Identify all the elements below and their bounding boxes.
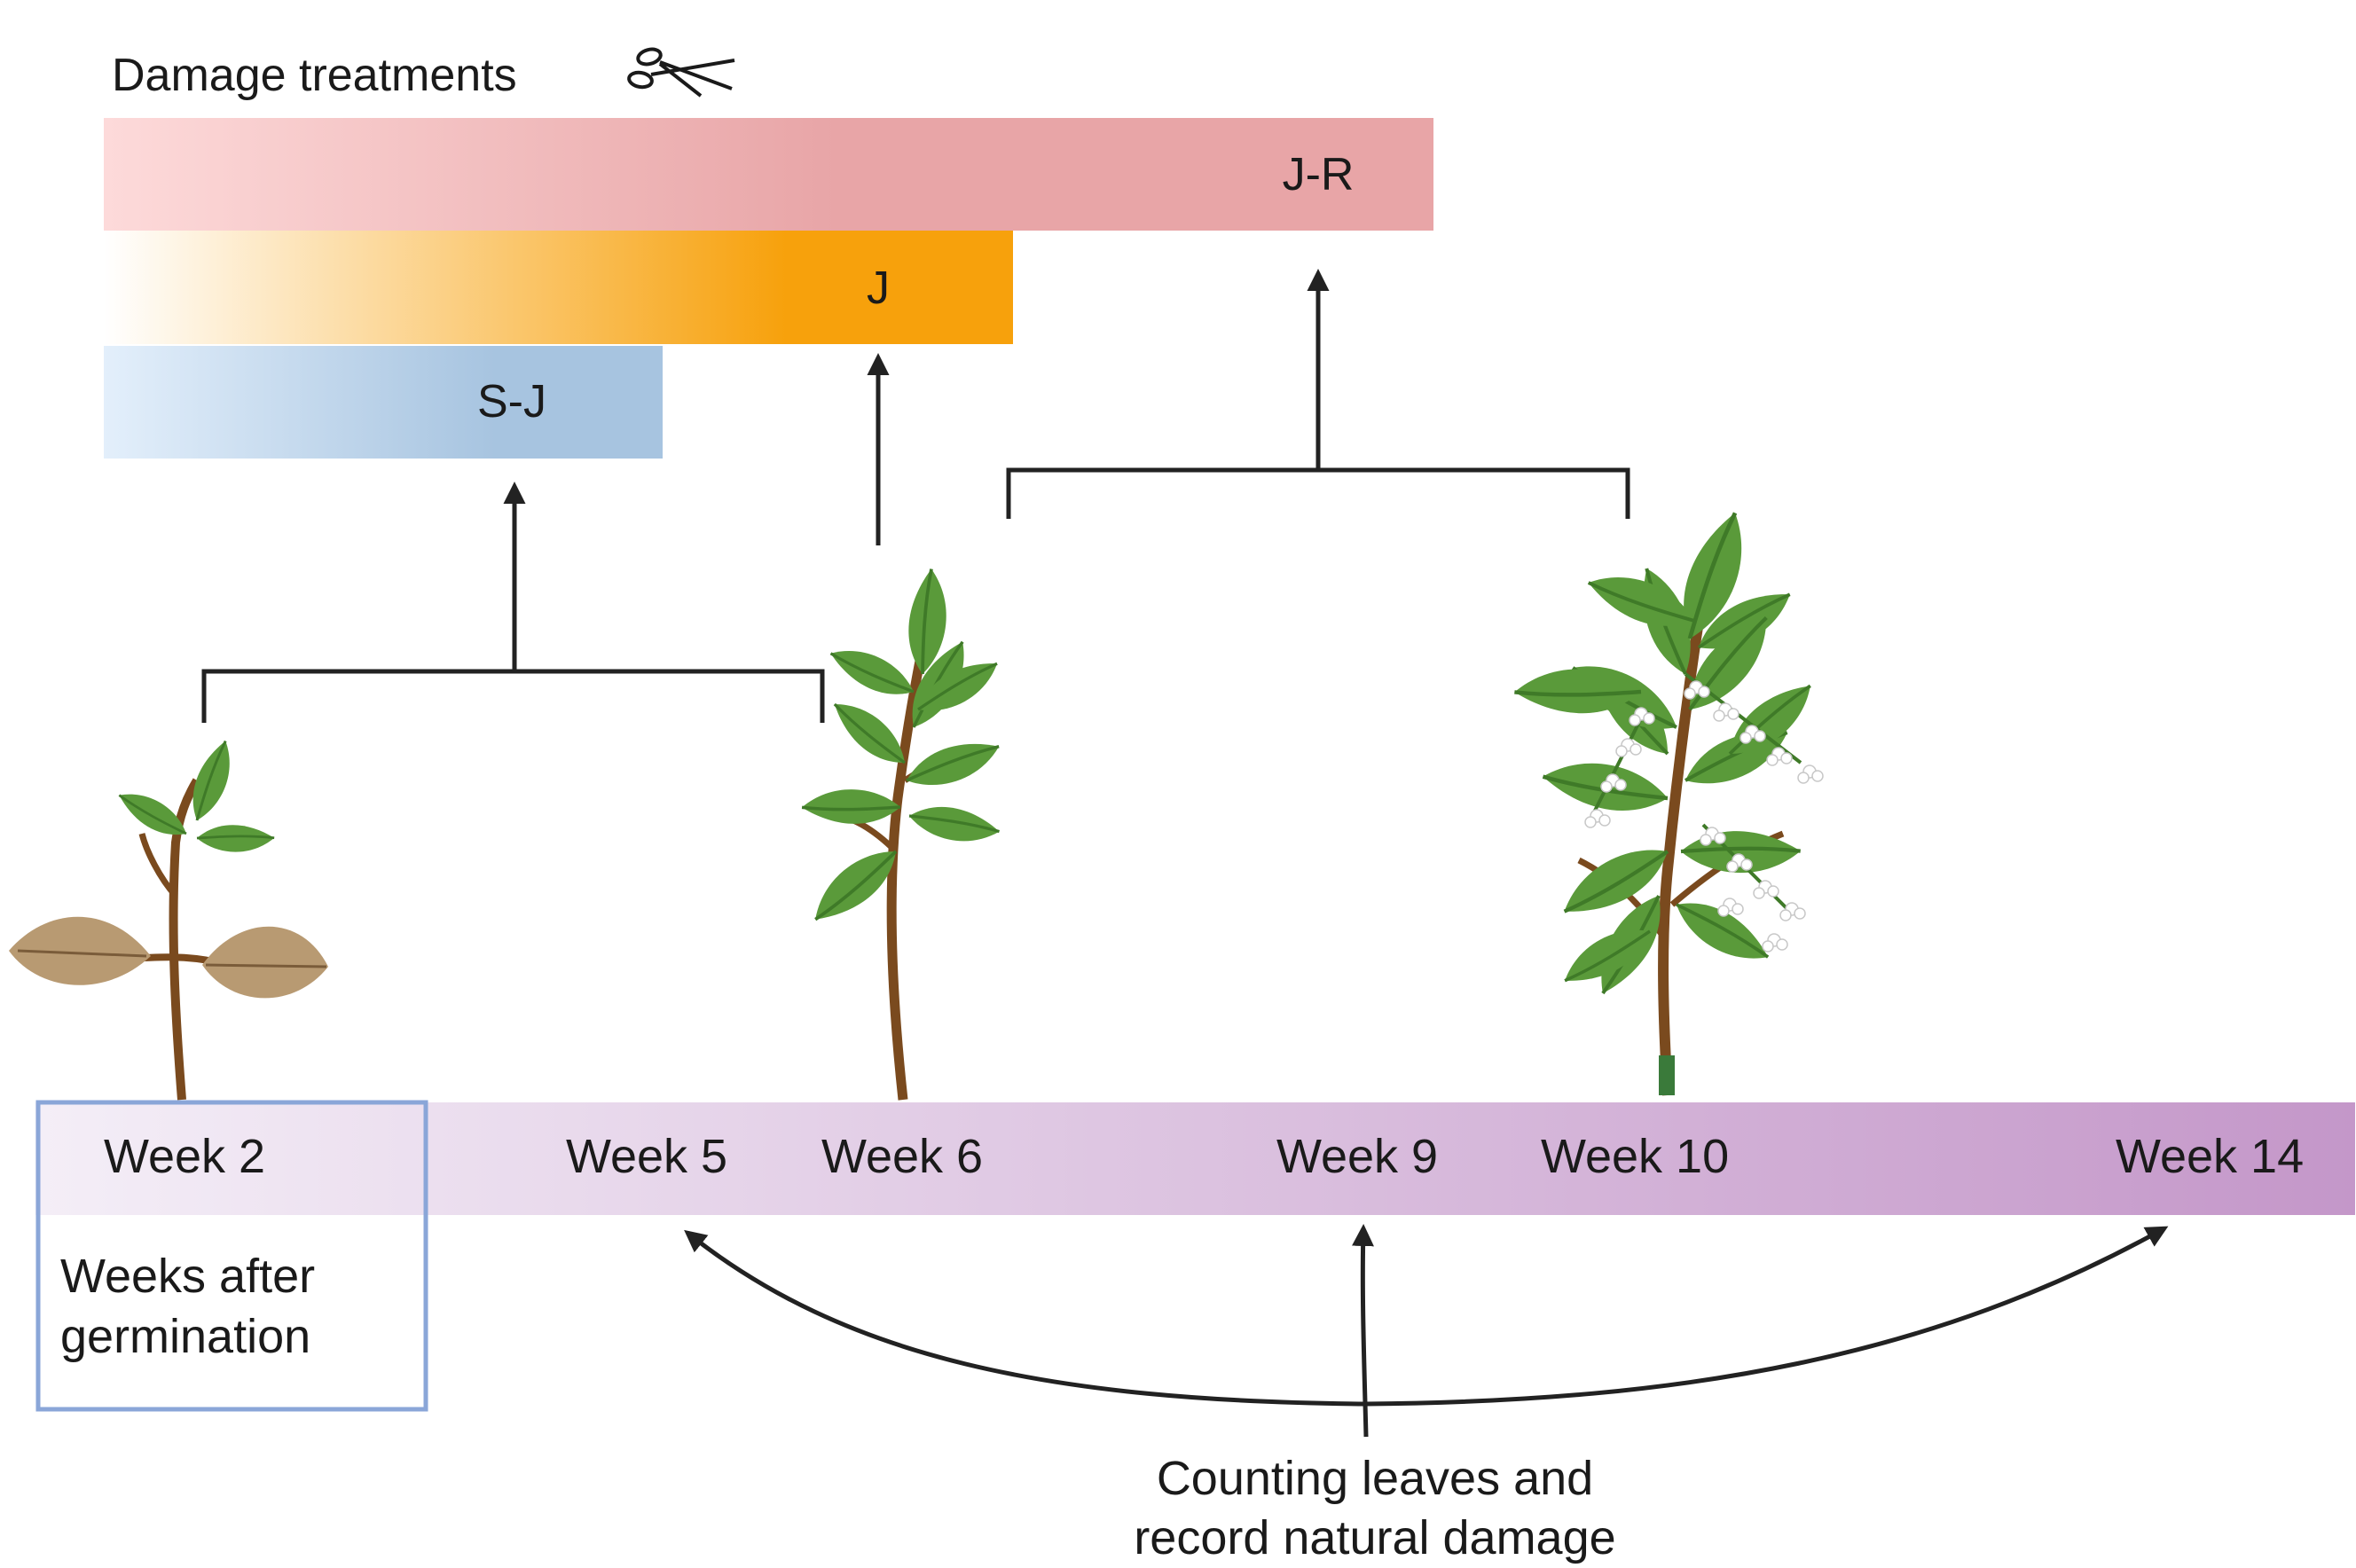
weeks-after-label-line2: germination [60, 1310, 310, 1363]
week-label-2: Week 2 [104, 1130, 265, 1183]
arrow-to-week5 [684, 1229, 1367, 1407]
treatment-bar-jr: J-R [104, 118, 1433, 231]
flowering-plant-icon [1512, 507, 1827, 1096]
seedling-icon [9, 736, 328, 1101]
weeks-after-germination-box [35, 1100, 428, 1412]
scissors-icon [627, 47, 735, 98]
damage-treatments-title: Damage treatments [112, 50, 517, 101]
counting-note-line2: record natural damage [1134, 1511, 1615, 1564]
treatment-bar-j: J [104, 231, 1013, 344]
treatment-label-sj: S-J [477, 376, 546, 427]
bracket-week2-week6 [201, 482, 825, 723]
arrow-to-week14 [1365, 1226, 2169, 1407]
counting-arrows [684, 1224, 2169, 1438]
week-label-6: Week 6 [821, 1130, 983, 1183]
bracket-week6-week10 [1006, 269, 1630, 519]
week-label-5: Week 5 [566, 1130, 727, 1183]
treatment-label-jr: J-R [1283, 149, 1355, 200]
weeks-after-label-line1: Weeks after [60, 1250, 315, 1303]
week-label-9: Week 9 [1276, 1130, 1438, 1183]
treatment-label-j: J [867, 263, 890, 314]
treatment-bar-sj: S-J [104, 346, 663, 459]
timeline-bar [35, 1102, 2355, 1215]
week-label-10: Week 10 [1541, 1130, 1729, 1183]
juvenile-plant-icon [798, 565, 1008, 1101]
counting-note-line1: Counting leaves and [1157, 1452, 1593, 1505]
arrow-to-week9 [1351, 1224, 1374, 1438]
week-label-14: Week 14 [2116, 1130, 2304, 1183]
